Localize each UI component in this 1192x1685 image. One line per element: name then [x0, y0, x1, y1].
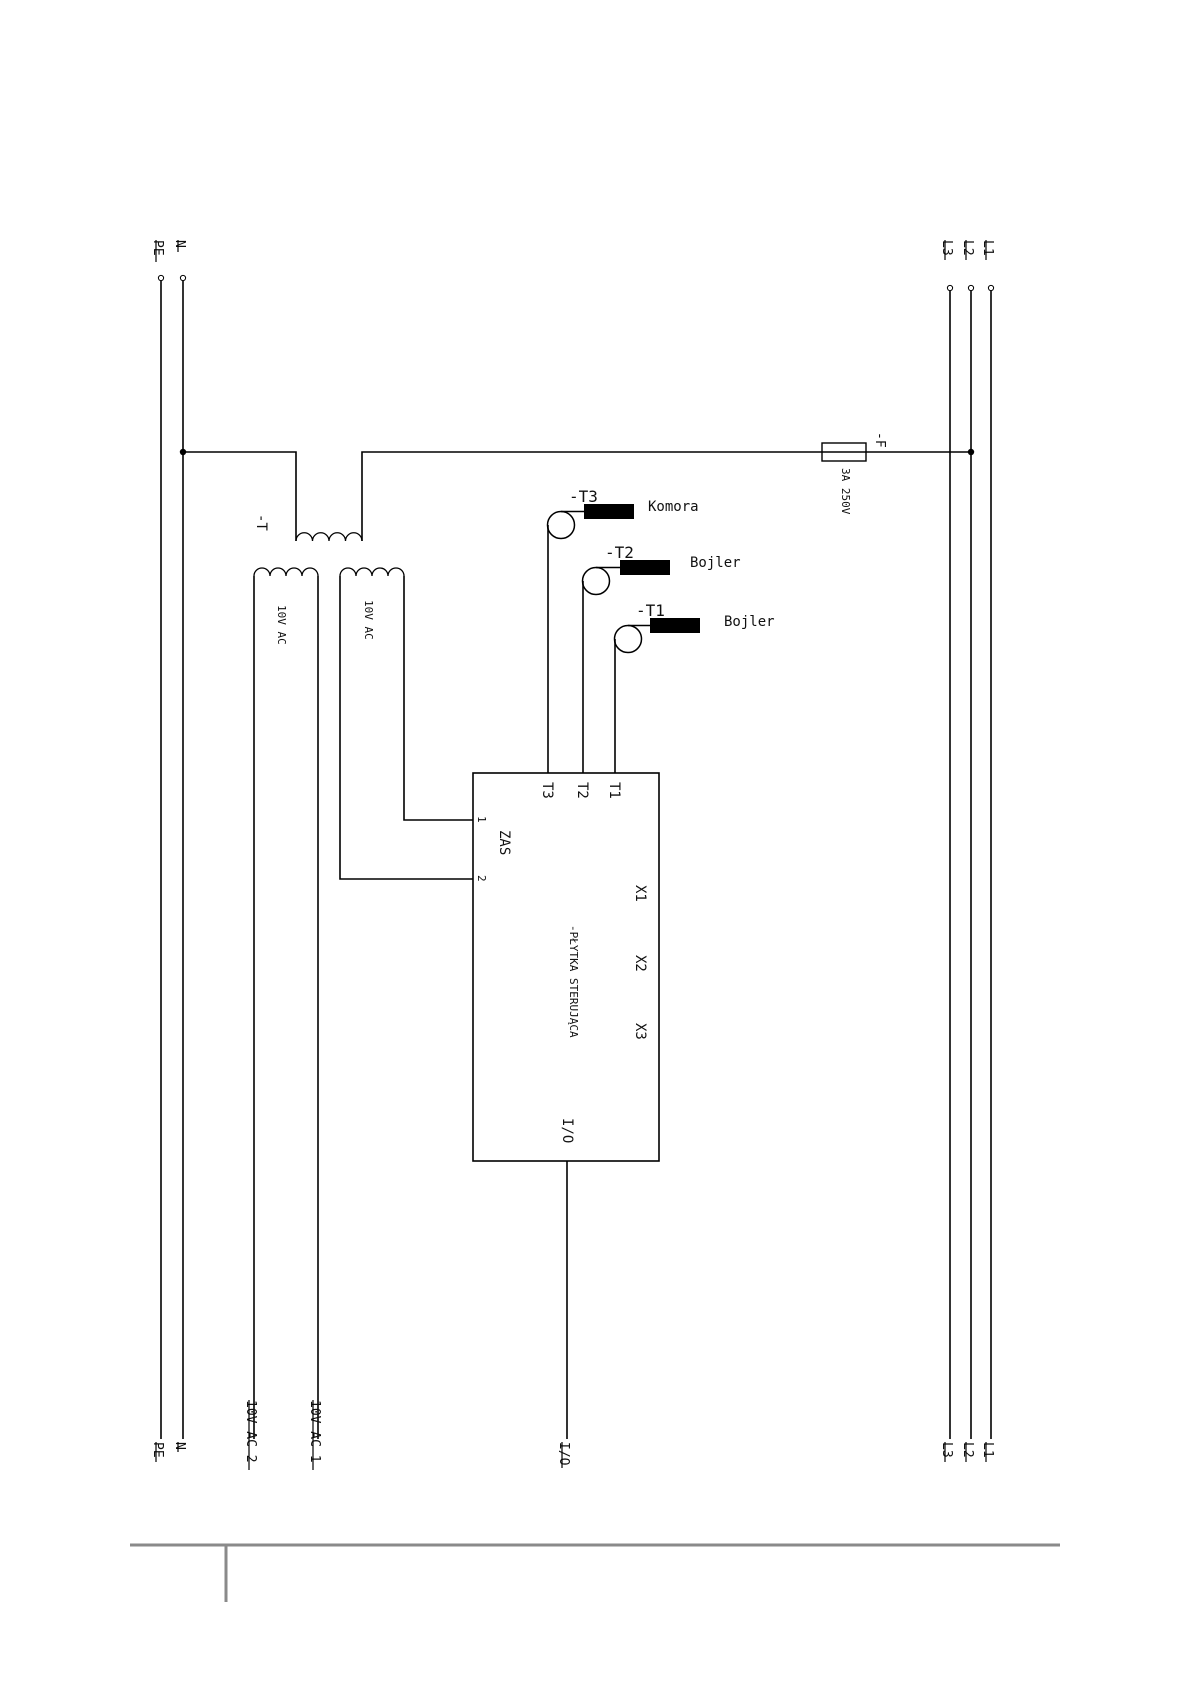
transformer-secondary-coil-1	[254, 568, 318, 576]
bottom-label-l3: L3	[939, 1442, 954, 1458]
control-board-title: -PŁYTKA STERUJĄCA	[567, 925, 580, 1038]
sensor-t2: -T2 Bojler	[583, 543, 741, 773]
bottom-label-ac1: 10V AC 1	[307, 1400, 322, 1463]
bottom-label-l1: L1	[980, 1442, 995, 1458]
pin-label-zas: ZAS	[496, 830, 512, 855]
terminal-circle-n	[180, 275, 185, 280]
terminal-circle-l2	[968, 285, 973, 290]
bottom-label-pe: PE	[150, 1442, 165, 1458]
pin-label-t3: T3	[539, 782, 555, 799]
bottom-terminal-labels: PE N 10V AC 2 10V AC 1 I/O L3 L2 L1	[150, 1400, 995, 1470]
page-frame	[130, 1545, 1060, 1602]
sensor-t1-name: Bojler	[724, 614, 775, 630]
bottom-label-io: I/O	[556, 1442, 571, 1466]
sensor-t1-loop	[615, 626, 642, 653]
sensor-t1-tag: -T1	[636, 601, 665, 620]
pin-label-x1: X1	[632, 885, 648, 902]
top-label-pe: PE	[150, 240, 165, 256]
top-label-l2: L2	[960, 240, 975, 256]
sensor-t3-name: Komora	[648, 499, 699, 515]
transformer-tag: -T	[253, 514, 269, 531]
wire-zas-pin-1	[404, 576, 473, 820]
transformer-secondary-1-label: 10V AC	[275, 605, 288, 645]
sensor-t2-loop	[583, 568, 610, 595]
bottom-label-l2: L2	[960, 1442, 975, 1458]
sensor-t3-tag: -T3	[569, 487, 598, 506]
sensors: -T3 Komora -T2 Bojler -T1 Bojler	[548, 487, 775, 773]
fuse: -F 3A 250V	[822, 432, 887, 515]
transformer-secondary-coil-2	[340, 568, 404, 576]
secondary-wiring	[254, 576, 473, 1439]
sensor-t2-name: Bojler	[690, 555, 741, 571]
top-label-n: N	[172, 240, 187, 248]
pin-label-x2: X2	[632, 955, 648, 972]
fuse-tag: -F	[872, 432, 887, 448]
control-board: T3 T2 T1 1 2 ZAS X1 X2 X3 -PŁYTKA STERUJ…	[473, 773, 659, 1439]
top-label-l3: L3	[939, 240, 954, 256]
transformer-secondary-2-label: 10V AC	[362, 600, 375, 640]
transformer-primary-coil	[296, 533, 362, 541]
bottom-label-n: N	[172, 1442, 187, 1450]
sensor-t1-probe	[650, 618, 700, 633]
pin-label-t2: T2	[574, 782, 590, 799]
wire-zas-pin-2	[340, 576, 473, 879]
pin-label-io: I/O	[559, 1118, 575, 1143]
sensor-t1: -T1 Bojler	[615, 601, 775, 773]
transformer: -T 10V AC 10V AC	[253, 514, 404, 645]
sensor-t3-loop	[548, 512, 575, 539]
terminal-circle-pe	[158, 275, 163, 280]
terminal-circle-l1	[988, 285, 993, 290]
pin-label-1: 1	[475, 816, 488, 823]
pin-label-x3: X3	[632, 1023, 648, 1040]
pin-label-t1: T1	[606, 782, 622, 799]
sensor-t2-probe	[620, 560, 670, 575]
pin-label-2: 2	[475, 875, 488, 882]
sensor-t2-tag: -T2	[605, 543, 634, 562]
top-label-l1: L1	[980, 240, 995, 256]
top-terminal-labels: PE N L3 L2 L1	[150, 240, 995, 262]
sensor-t3-probe	[584, 504, 634, 519]
bottom-label-ac2: 10V AC 2	[243, 1400, 258, 1463]
wire-n-to-transformer	[183, 452, 296, 541]
terminal-circle-l3	[947, 285, 952, 290]
fuse-rating: 3A 250V	[839, 468, 852, 515]
top-terminal-circles	[158, 275, 993, 290]
